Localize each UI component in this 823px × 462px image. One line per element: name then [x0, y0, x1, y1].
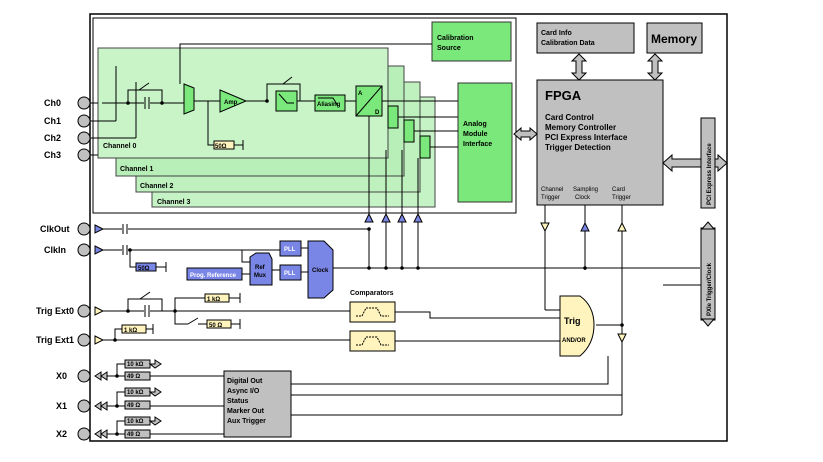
ch2-label: Ch2 — [44, 133, 61, 143]
clk-50ohm-label: 50Ω — [138, 266, 150, 272]
pxie-arrow-heads — [700, 221, 716, 327]
x0-label: X0 — [56, 371, 67, 381]
ref-mux-line1: Ref — [255, 265, 266, 271]
fpga-channel-trigger-2: Trigger — [541, 195, 560, 201]
x1-10k-label: 10 kΩ — [127, 390, 144, 396]
trig-1k-a-label: 1 kΩ — [207, 297, 220, 303]
fpga-title: FPGA — [545, 88, 582, 103]
calibration-source-line1: Calibration — [437, 35, 474, 42]
x1-label: X1 — [56, 401, 67, 411]
fpga-channel-trigger-1: Channel — [541, 187, 563, 193]
card-info-line2: Calibration Data — [541, 40, 595, 47]
digital-func-digital-out: Digital Out — [227, 378, 263, 385]
fpga-card-trigger-1: Card — [612, 187, 625, 193]
trigger-section — [94, 291, 595, 357]
channel-0-signal-chain — [102, 76, 458, 222]
calibration-wire — [179, 43, 432, 84]
fpga-func-card-control: Card Control — [545, 113, 594, 122]
analog-50ohm-label: 50Ω — [215, 144, 227, 150]
ch0-label: Ch0 — [44, 98, 61, 108]
card-info-block — [536, 22, 635, 54]
trig-ext0-label: Trig Ext0 — [36, 306, 74, 316]
comparators-label: Comparators — [350, 290, 394, 297]
amplifier-icon — [219, 89, 248, 113]
analog-module-interface-block — [457, 82, 513, 203]
aliasing-filter-block — [314, 94, 346, 112]
calibration-source-block — [431, 21, 512, 62]
prog-reference-label: Prog. Reference — [190, 273, 237, 279]
fpga-block — [536, 79, 664, 206]
fpga-bottom-wires — [540, 205, 627, 415]
pll-2-label: PLL — [284, 271, 296, 277]
trig-50ohm-label: 50 Ω — [209, 323, 222, 329]
fpga-func-trigger-detection: Trigger Detection — [545, 143, 611, 152]
x0-10k-label: 10 kΩ — [127, 362, 144, 368]
ch3-label: Ch3 — [44, 150, 61, 160]
x2-49ohm-label: 49 Ω — [127, 432, 140, 438]
trig-1k-b-label: 1 kΩ — [124, 328, 137, 334]
analog-module-line1: Analog — [463, 121, 487, 128]
digital-func-status: Status — [227, 398, 249, 405]
pll-1-label: PLL — [284, 247, 296, 253]
andor-label: AND/OR — [562, 338, 586, 344]
trig-ext1-label: Trig Ext1 — [36, 335, 74, 345]
ch1-label: Ch1 — [44, 116, 61, 126]
memory-label: Memory — [651, 32, 697, 46]
trig-label: Trig — [564, 316, 581, 326]
clock-label: Clock — [312, 268, 329, 274]
channel-2-label: Channel 2 — [140, 183, 174, 190]
pxie-label: PXIe Trigger/Clock — [707, 262, 713, 316]
fpga-func-pci-express: PCI Express Interface — [545, 133, 628, 142]
digital-io-section — [94, 356, 622, 439]
fpga-card-trigger-2: Trigger — [612, 195, 631, 201]
fpga-sampling-clock-2: Clock — [575, 195, 591, 201]
analog-module-line2: Module — [463, 131, 488, 138]
digital-func-async-io: Async I/O — [227, 388, 260, 395]
calibration-source-line2: Source — [437, 45, 461, 52]
channel-0-label: Channel 0 — [103, 143, 137, 150]
fpga-sampling-clock-1: Sampling — [573, 187, 598, 193]
ref-mux-line2: Mux — [254, 273, 267, 279]
input-connectors — [77, 66, 137, 441]
clkout-label: ClkOut — [40, 224, 70, 234]
clkin-label: ClkIn — [44, 245, 66, 255]
pci-express-connector — [700, 117, 716, 209]
fpga-func-memory-controller: Memory Controller — [545, 123, 616, 132]
x0-49ohm-label: 49 Ω — [127, 374, 140, 380]
card-info-line1: Card Info — [541, 30, 572, 37]
channel-1-label: Channel 1 — [120, 166, 154, 173]
x2-label: X2 — [56, 429, 67, 439]
x1-49ohm-label: 49 Ω — [127, 403, 140, 409]
channel-3-label: Channel 3 — [157, 199, 191, 206]
input-mux-icon — [183, 83, 195, 115]
x2-10k-label: 10 kΩ — [127, 419, 144, 425]
adc-d-label: D — [375, 110, 380, 116]
amp-label: Amp — [224, 100, 238, 106]
clock-section — [94, 158, 700, 299]
pci-express-label: PCI Express Interface — [707, 143, 713, 205]
analog-module-line3: Interface — [463, 141, 492, 148]
digital-func-aux-trigger: Aux Trigger — [227, 418, 266, 425]
memory-block — [646, 22, 703, 54]
digital-func-marker-out: Marker Out — [227, 408, 265, 415]
aliasing-label: Aliasing — [317, 102, 341, 108]
adc-a-label: A — [358, 91, 363, 97]
